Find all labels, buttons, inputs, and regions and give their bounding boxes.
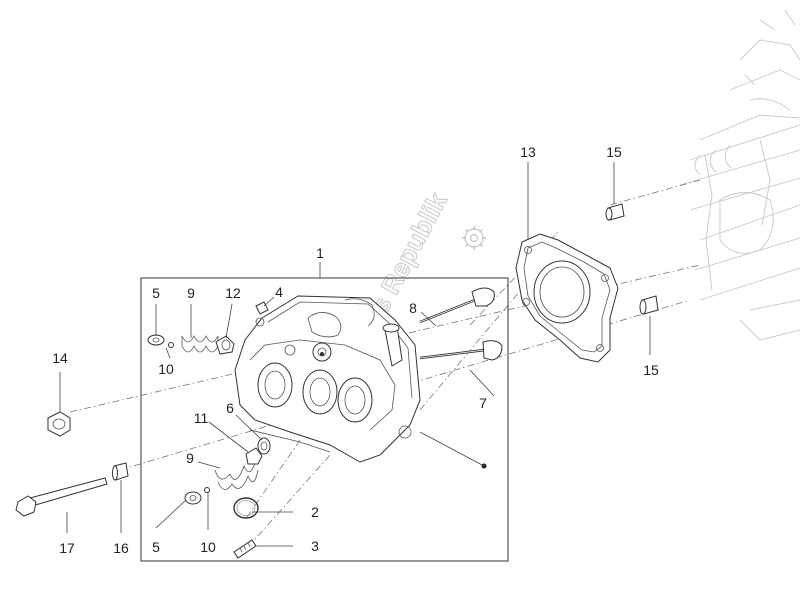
callout-17: 17 [59,540,75,556]
watermark-gear-icon [462,226,486,250]
dowel-pin-upper [605,203,625,221]
callout-13: 13 [520,144,536,160]
callout-1: 1 [316,245,324,261]
dowel-pin-lower [639,295,659,315]
callout-9-lower: 9 [186,450,194,466]
spring-washer [257,437,271,455]
head-gasket [515,233,619,363]
callout-10-upper: 10 [158,361,174,377]
callout-5-lower: 5 [152,539,160,555]
leader-lines [59,162,651,547]
valve-seal-lower [245,447,263,465]
callout-15-lower: 15 [643,362,659,378]
cylinder-head [234,295,421,463]
valve-cotter-upper [168,342,174,348]
valve-intake [419,287,495,324]
callout-9-upper: 9 [187,285,195,301]
callout-11: 11 [194,410,209,426]
callout-10-lower: 10 [200,539,216,555]
cylinder-head-assembly-frame [140,277,509,562]
callout-6: 6 [226,400,234,416]
engine-block-ghost [679,9,800,341]
valve-spring-lower [214,459,259,490]
callout-5-upper: 5 [152,285,160,301]
callout-8: 8 [409,300,417,316]
valve-seal-upper [215,335,235,355]
valve-spring-retainer-lower [184,491,202,505]
callout-2: 2 [311,504,319,520]
pin-stud [233,539,257,559]
stud-bolt [15,477,108,517]
callout-labels: 1 2 3 4 5 5 6 7 8 9 9 10 10 11 12 13 14 … [52,144,659,556]
callout-4: 4 [275,284,283,300]
callout-15-upper: 15 [606,144,622,160]
callout-3: 3 [311,538,319,554]
callout-16: 16 [113,540,129,556]
o-ring [233,497,259,519]
valve-spring-retainer-upper [147,334,165,346]
valve-spring-upper [181,335,219,353]
callout-12: 12 [225,285,241,301]
callout-7: 7 [479,395,487,411]
cap-nut [47,411,71,437]
callout-14: 14 [52,350,68,366]
bushing [112,462,129,481]
valve-cotter-lower [204,487,210,493]
valve-exhaust [419,340,503,361]
